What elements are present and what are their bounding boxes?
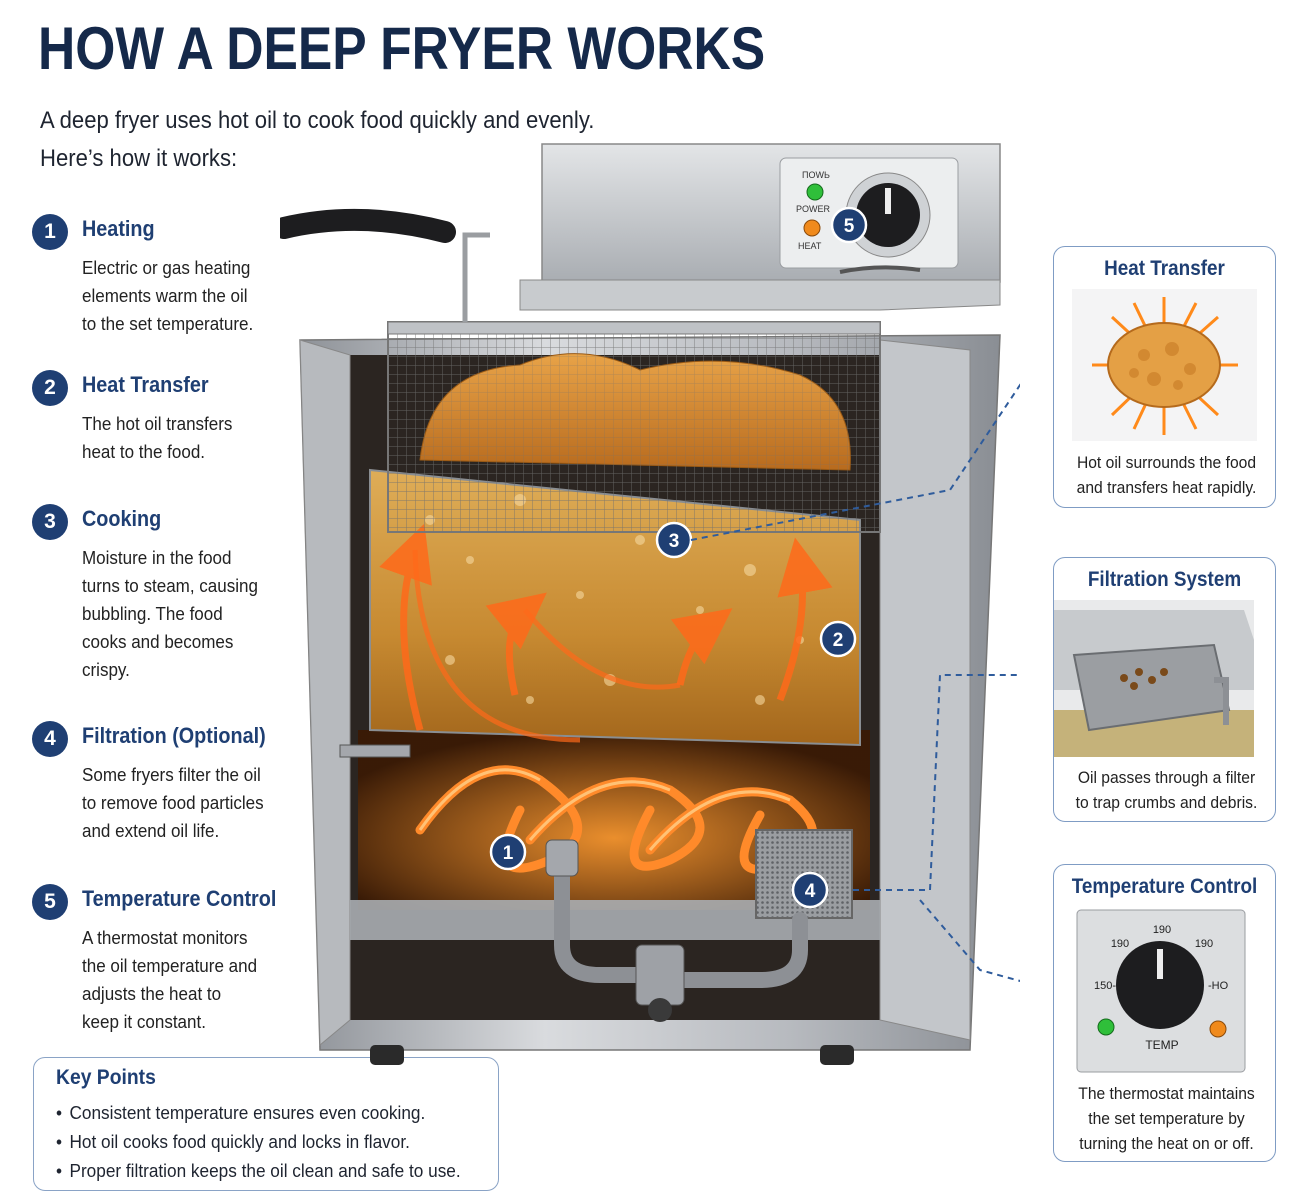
step-description: A thermostat monitors the oil temperatur… <box>82 924 302 1036</box>
step-title: Cooking <box>82 506 162 531</box>
svg-text:1: 1 <box>503 843 514 864</box>
step-line: Electric or gas heating <box>82 257 251 278</box>
step-line: bubbling. The food <box>82 603 223 624</box>
callout-connectors <box>690 383 1020 982</box>
step-line: cooks and becomes <box>82 631 234 652</box>
dial-label: 190 <box>1153 924 1171 936</box>
step-description: Electric or gas heating elements warm th… <box>82 254 302 338</box>
step-title: Temperature Control <box>82 886 277 911</box>
step-line: Some fryers filter the oil <box>82 764 261 785</box>
filter-basket-icon <box>1054 600 1254 757</box>
step-number-badge: 1 <box>32 214 68 250</box>
callout-description: The thermostat maintains the set tempera… <box>1064 1081 1269 1156</box>
badge-heat-transfer: 2 <box>819 620 857 658</box>
callout-temperature-control: Temperature Control 190 190 190 150- -HO… <box>1053 864 1276 1162</box>
intro-line-2: Here’s how it works: <box>40 145 238 172</box>
step-line: A thermostat monitors <box>82 927 248 948</box>
svg-text:5: 5 <box>844 216 855 237</box>
callout-line: the set temperature by <box>1088 1109 1245 1128</box>
key-points-box: Key Points Consistent temperature ensure… <box>33 1057 499 1191</box>
svg-text:4: 4 <box>805 881 816 902</box>
step-line: Moisture in the food <box>82 547 232 568</box>
page-title: HOW A DEEP FRYER WORKS <box>38 15 766 82</box>
dial-label: 190 <box>1111 938 1129 950</box>
thermostat-dial-icon: 190 190 190 150- -HO TEMP <box>1076 909 1246 1073</box>
step-description: Moisture in the food turns to steam, cau… <box>82 544 302 684</box>
intro-line-1: A deep fryer uses hot oil to cook food q… <box>40 107 595 134</box>
badge-temperature-control: 5 <box>830 206 868 244</box>
callout-line: The thermostat maintains <box>1078 1084 1255 1103</box>
step-line: turns to steam, causing <box>82 575 258 596</box>
step-line: The hot oil transfers <box>82 413 233 434</box>
badge-heating: 1 <box>489 833 527 871</box>
heat-transfer-food-icon <box>1072 289 1257 441</box>
callout-line: turning the heat on or off. <box>1079 1134 1254 1153</box>
step-number-badge: 3 <box>32 504 68 540</box>
key-points-list: Consistent temperature ensures even cook… <box>56 1098 491 1185</box>
step-line: to the set temperature. <box>82 313 254 334</box>
key-point-item: Hot oil cooks food quickly and locks in … <box>56 1127 461 1156</box>
callout-title: Temperature Control <box>1071 875 1258 898</box>
key-point-item: Consistent temperature ensures even cook… <box>56 1098 461 1127</box>
step-number-badge: 4 <box>32 721 68 757</box>
badge-filtration: 4 <box>791 871 829 909</box>
dial-label: 150- <box>1094 980 1116 992</box>
callout-line: Hot oil surrounds the food <box>1076 453 1257 472</box>
callout-description: Hot oil surrounds the food and transfers… <box>1064 450 1269 500</box>
callout-line: Oil passes through a filter <box>1077 768 1256 787</box>
callout-title: Filtration System <box>1087 568 1242 591</box>
step-title: Filtration (Optional) <box>82 723 266 748</box>
callout-line: to trap crumbs and debris. <box>1075 793 1258 812</box>
callout-title: Heat Transfer <box>1104 257 1225 280</box>
step-line: heat to the food. <box>82 441 206 462</box>
svg-text:3: 3 <box>669 531 680 552</box>
dial-label: -HO <box>1208 980 1229 992</box>
callout-heat-transfer: Heat Transfer Hot oil surrounds the food… <box>1053 246 1276 508</box>
dial-label: TEMP <box>1145 1038 1178 1052</box>
svg-text:2: 2 <box>833 630 844 651</box>
step-line: crispy. <box>82 659 130 680</box>
power-label: POWER <box>796 204 831 214</box>
step-line: to remove food particles <box>82 792 264 813</box>
key-points-title: Key Points <box>56 1066 156 1089</box>
step-number-badge: 2 <box>32 370 68 406</box>
step-title: Heating <box>82 216 155 241</box>
basket-handle <box>280 208 456 243</box>
step-description: Some fryers filter the oil to remove foo… <box>82 761 302 845</box>
step-title: Heat Transfer <box>82 372 209 397</box>
callout-line: and transfers heat rapidly. <box>1076 478 1257 497</box>
panel-top-label: ПОWЬ <box>802 170 830 180</box>
key-point-item: Proper filtration keeps the oil clean an… <box>56 1156 460 1185</box>
badge-cooking: 3 <box>655 521 693 559</box>
deep-fryer-illustration: ПОWЬ POWER HEAT <box>280 143 1020 1065</box>
callout-description: Oil passes through a filter to trap crum… <box>1064 765 1269 815</box>
step-description: The hot oil transfers heat to the food. <box>82 410 302 466</box>
callout-filtration: Filtration System Oil passes through a f… <box>1053 557 1276 822</box>
step-line: elements warm the oil <box>82 285 248 306</box>
heat-label: HEAT <box>798 241 822 251</box>
dial-label: 190 <box>1195 938 1213 950</box>
step-number-badge: 5 <box>32 884 68 920</box>
step-line: adjusts the heat to <box>82 983 222 1004</box>
thermostat-knob-icon <box>856 183 920 247</box>
step-line: the oil temperature and <box>82 955 258 976</box>
step-line: keep it constant. <box>82 1011 206 1032</box>
step-line: and extend oil life. <box>82 820 220 841</box>
intro-text: A deep fryer uses hot oil to cook food q… <box>40 102 595 178</box>
